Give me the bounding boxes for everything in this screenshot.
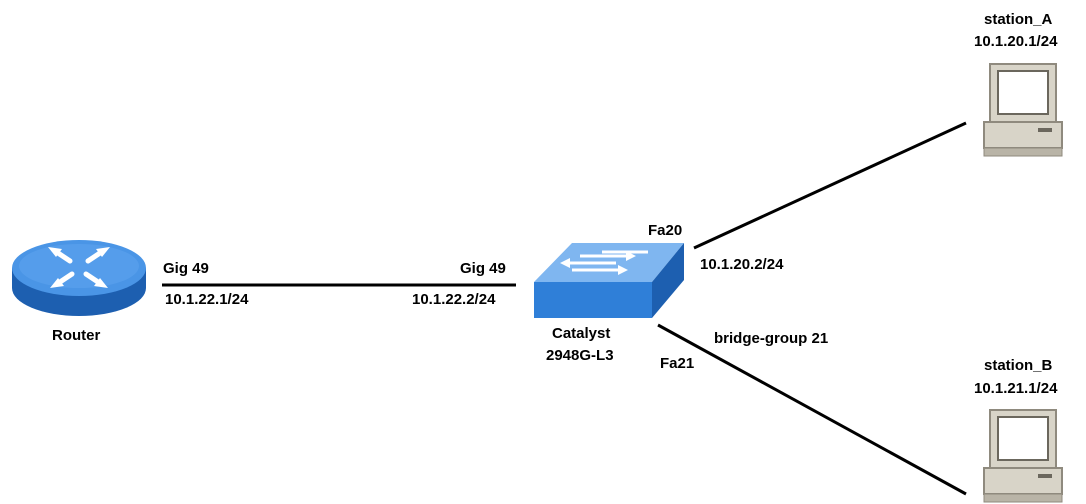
router-ip-label: 10.1.22.1/24 bbox=[165, 291, 249, 308]
switch-uplink-ip-label: 10.1.22.2/24 bbox=[412, 291, 496, 308]
port-fa21-label: Fa21 bbox=[660, 355, 695, 372]
switch-uplink-port-label: Gig 49 bbox=[460, 260, 506, 277]
station-b-ip-label: 10.1.21.1/24 bbox=[974, 380, 1058, 397]
switch-icon bbox=[534, 243, 684, 318]
switch-model-label: 2948G-L3 bbox=[546, 347, 614, 364]
workstation-icon bbox=[983, 409, 1063, 503]
link-switch-station-a bbox=[693, 121, 967, 250]
router-label: Router bbox=[52, 327, 101, 344]
switch-name-label: Catalyst bbox=[552, 325, 611, 342]
station-a-name-label: station_A bbox=[984, 11, 1053, 28]
router-icon bbox=[12, 240, 146, 316]
port-fa20-ip-label: 10.1.20.2/24 bbox=[700, 256, 784, 273]
link-switch-station-b bbox=[657, 323, 967, 496]
workstation-icon bbox=[983, 63, 1063, 157]
bridge-group-label: bridge-group 21 bbox=[714, 330, 829, 347]
station-b-name-label: station_B bbox=[984, 357, 1053, 374]
router-port-label: Gig 49 bbox=[163, 260, 209, 277]
station-a-ip-label: 10.1.20.1/24 bbox=[974, 33, 1058, 50]
port-fa20-label: Fa20 bbox=[648, 222, 683, 239]
